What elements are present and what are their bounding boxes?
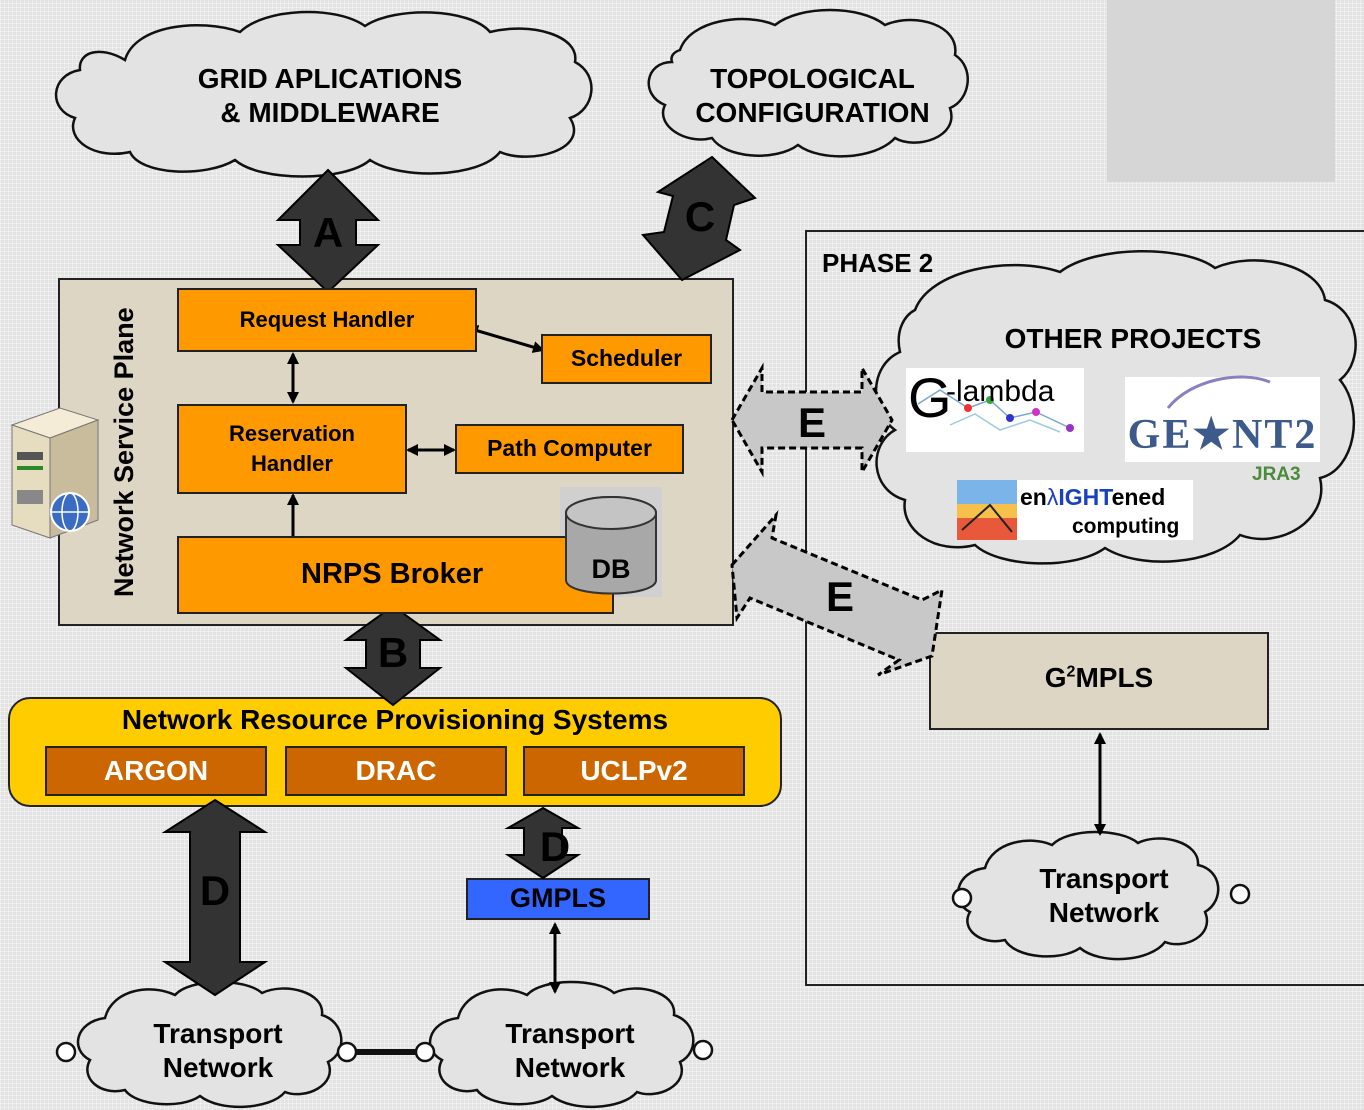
- nrps-title: Network Resource Provisioning Systems: [121, 704, 669, 735]
- phase2-title: PHASE 2: [822, 248, 934, 278]
- scheduler-box: Scheduler: [541, 334, 712, 384]
- transport-left-label: Transport Network: [118, 1017, 318, 1084]
- nrps-item-argon: ARGON: [45, 746, 267, 796]
- nrps-broker-box: NRPS Broker: [177, 536, 614, 614]
- reservation-handler-line1: Reservation: [229, 421, 355, 447]
- enlightened-logo: [957, 480, 1193, 540]
- geant2-text: GE★NT2: [1127, 412, 1318, 458]
- enlightened-suffix: ened: [1111, 484, 1166, 510]
- path-computer-box: Path Computer: [455, 424, 684, 474]
- cloud-transport-middle: [414, 980, 714, 1108]
- arrow-b-label: B: [377, 629, 409, 676]
- arrow-d-right: [504, 806, 582, 880]
- reservation-handler-line2: Handler: [251, 451, 333, 476]
- g-lambda-g: G: [908, 366, 952, 429]
- g2mpls-label: G2MPLS: [929, 661, 1269, 695]
- arrow-e-lower: [730, 510, 944, 677]
- arrow-b: [342, 604, 444, 707]
- db-cylinder-icon: [565, 496, 657, 595]
- cloud-topo-line2: CONFIGURATION: [695, 96, 930, 128]
- arrow-d-left: [161, 798, 269, 997]
- nrps-item-uclpv2: UCLPv2: [523, 746, 745, 796]
- transport-phase2-line1: Transport: [1039, 863, 1169, 894]
- transport-phase2-label: Transport Network: [1004, 862, 1204, 929]
- arrow-e-upper: [730, 362, 894, 478]
- enlightened-mid: IGHT: [1058, 484, 1112, 510]
- transport-middle-label: Transport Network: [470, 1017, 670, 1084]
- arrow-a-label: A: [312, 209, 344, 256]
- db-overlay: DB: [560, 487, 662, 597]
- enlightened-text: enλIGHTened: [1020, 484, 1165, 512]
- cloud-grid-line2: & MIDDLEWARE: [220, 96, 440, 128]
- reservation-handler-box: Reservation Handler: [177, 404, 407, 494]
- transport-middle-line1: Transport: [505, 1018, 635, 1049]
- nsp-label: Network Service Plane: [108, 307, 139, 598]
- enlightened-computing: computing: [1072, 515, 1180, 538]
- cloud-topo-line1: TOPOLOGICAL: [710, 63, 915, 94]
- arrow-c-label: C: [684, 193, 716, 240]
- enlightened-lambda: λ: [1046, 484, 1059, 510]
- link-request-scheduler: [466, 325, 545, 353]
- arrow-d-right-label: D: [539, 823, 571, 870]
- arrow-e-lower-label: E: [825, 573, 854, 620]
- other-projects-title: OTHER PROJECTS: [1004, 323, 1262, 354]
- arrow-c: [641, 155, 757, 282]
- g2mpls-superscript: 2: [1066, 663, 1076, 681]
- g2mpls-prefix: G: [1044, 662, 1067, 693]
- cloud-transport-phase2: [951, 830, 1251, 961]
- transport-left-line1: Transport: [153, 1018, 283, 1049]
- cloud-topo-label: TOPOLOGICAL CONFIGURATION: [660, 62, 965, 129]
- cloud-grid-label: GRID APLICATIONS & MIDDLEWARE: [130, 62, 530, 129]
- geant2-logo: [1125, 375, 1320, 462]
- cloud-grid-applications: [54, 10, 593, 178]
- g-lambda-logo: [906, 368, 1084, 452]
- enlightened-prefix: en: [1020, 484, 1047, 510]
- g2mpls-suffix: MPLS: [1075, 662, 1154, 693]
- arrow-d-left-label: D: [199, 867, 231, 914]
- transport-middle-line2: Network: [514, 1051, 626, 1083]
- gmpls-label: GMPLS: [509, 883, 606, 913]
- g2mpls-box: [929, 632, 1269, 730]
- transport-left-line2: Network: [162, 1051, 274, 1083]
- nrps-broker-label: NRPS Broker: [301, 558, 484, 591]
- transport-phase2-line2: Network: [1048, 896, 1160, 928]
- server-icon: [10, 407, 100, 539]
- cloud-topological-configuration: [647, 8, 969, 158]
- nrps-item-drac: DRAC: [285, 746, 507, 796]
- jra3-label: JRA3: [1252, 464, 1301, 485]
- cloud-grid-line1: GRID APLICATIONS: [197, 63, 463, 94]
- gmpls-box: [466, 878, 650, 920]
- g-lambda-text: -lambda: [946, 375, 1055, 408]
- request-handler-box: Request Handler: [177, 288, 477, 352]
- db-label: DB: [591, 554, 631, 584]
- corner-panel: [1107, 0, 1335, 182]
- arrow-e-upper-label: E: [797, 399, 826, 446]
